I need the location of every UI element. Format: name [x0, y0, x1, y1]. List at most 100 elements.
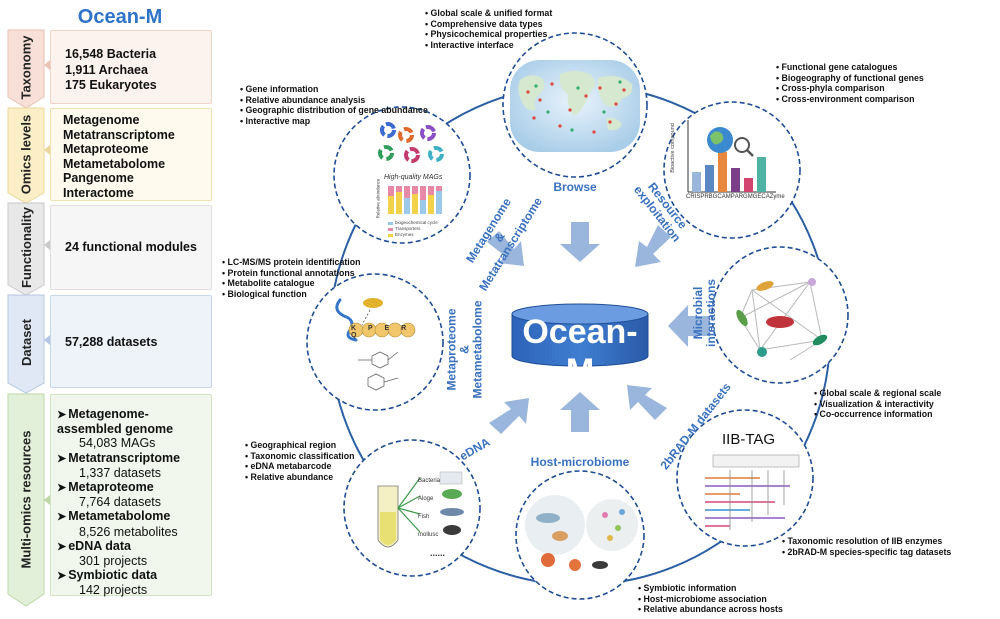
host-label: Host-microbiome	[530, 455, 630, 469]
chart-x-label: CRISPR	[686, 194, 709, 200]
bar-cazyme	[757, 157, 766, 192]
resource-item: ➤eDNA data	[57, 538, 131, 553]
bullet-item: Cross-phyla comparison	[776, 83, 924, 94]
omics-line: Pangenome	[63, 171, 134, 185]
bullet-item: Co-occurrence information	[814, 409, 941, 420]
bullet-item: eDNA metabarcode	[245, 461, 355, 472]
bullet-item: LC-MS/MS protein identification	[222, 257, 361, 268]
peptide-beads	[348, 322, 416, 338]
omics-box: Metagenome Metatranscriptome Metaproteom…	[50, 108, 212, 201]
microbe-dot	[615, 525, 621, 531]
microbial-bullets: Global scale & regional scale Visualizat…	[814, 388, 942, 420]
bullet-item: Comprehensive data types	[425, 19, 552, 30]
continent-shape	[559, 71, 595, 116]
omics-line: Interactome	[63, 185, 134, 200]
arrow-from-metagenome	[487, 231, 524, 266]
edna-taxon: Aloge	[418, 496, 434, 502]
bullet-item: Functional gene catalogues	[776, 62, 924, 73]
arrow-from-edna	[489, 398, 529, 434]
bullet-item: Relative abundance across hosts	[638, 604, 783, 615]
taxonomy-box: 16,548 Bacteria 1,911 Archaea 175 Eukary…	[50, 30, 212, 104]
host-bubble	[525, 495, 585, 555]
metaproteome-bullets: LC-MS/MS protein identification Protein …	[222, 257, 361, 300]
resource-title: Metametabolome	[68, 509, 171, 524]
microbial-label-line: interactions	[704, 279, 718, 348]
shell-icon	[552, 531, 568, 541]
metabolite-structures	[358, 351, 399, 391]
bullet-item: Cross-environment comparison	[776, 94, 924, 105]
center-label: Ocean-M	[522, 313, 638, 390]
algae-icon	[442, 489, 462, 499]
resource-title: Metaproteome	[68, 480, 154, 495]
bullet-item: Symbiotic information	[638, 583, 783, 594]
bullet-item: Taxonomic resolution of IIB enzymes	[782, 536, 951, 547]
bar-mge	[744, 178, 753, 192]
metagenome-bullets: Gene information Relative abundance anal…	[240, 84, 428, 126]
mussel-icon	[592, 561, 608, 569]
arrow-from-resource	[635, 225, 671, 267]
tag-alignment-lines	[705, 477, 790, 527]
microbial-panel	[711, 246, 849, 384]
resource-title: Metatranscriptome	[68, 450, 181, 465]
resource-title: Metagenome-assembled genome	[57, 407, 174, 437]
mollusc-icon	[443, 525, 461, 535]
resource-bullets: Functional gene catalogues Biogeography …	[776, 62, 924, 104]
microbe-dot	[602, 512, 608, 518]
bullet-item: Taxonomic classification	[245, 451, 355, 462]
edna-ellipsis: ......	[430, 548, 446, 558]
microbe-bubble	[586, 499, 638, 551]
omics-line: Metaproteome	[63, 142, 149, 156]
mag-legend-swatches	[388, 222, 393, 237]
taxonomy-line: 1,911 Archaea	[65, 62, 148, 77]
resource-value: 8,526 metabolites	[79, 524, 178, 539]
chart-x-label: ARG	[734, 194, 748, 200]
resource-value: 1,337 datasets	[79, 465, 162, 480]
omics-line: Metametabolome	[63, 156, 166, 171]
function-bars	[692, 152, 766, 192]
resource-value: 301 projects	[79, 554, 148, 569]
continent-shape	[597, 76, 633, 107]
mag-chart-title: High-quality MAGs	[384, 174, 443, 181]
microbe-dot	[619, 509, 625, 515]
microbe-icon	[766, 316, 794, 328]
resource-item: ➤Metatranscriptome	[57, 450, 181, 465]
legend-entry: Enzymes	[395, 232, 414, 237]
bar-bgc	[705, 165, 714, 192]
microbe-icon	[757, 347, 767, 357]
edna-taxon: mollusc	[418, 532, 439, 538]
resource-item: ➤Metaproteome	[57, 480, 154, 495]
resource-value: 7,764 datasets	[79, 495, 162, 510]
tag-ticks	[729, 470, 785, 530]
bar-crispr	[692, 172, 701, 192]
functionality-text: 24 functional modules	[65, 240, 197, 254]
omics-line: Metagenome	[63, 113, 140, 127]
metagenome-panel	[333, 106, 471, 244]
resource-value: 142 projects	[79, 583, 148, 598]
dataset-box: 57,288 datasets	[50, 295, 212, 388]
legend-entry: Transporters	[395, 226, 421, 231]
microbe-icon	[736, 309, 748, 327]
microbe-icon	[808, 278, 816, 286]
bullet-item: Geographical region	[245, 440, 355, 451]
sample-dots	[534, 80, 622, 132]
bullet-item: Biological function	[222, 289, 360, 300]
enzyme-icon	[363, 298, 383, 308]
metaproteome-label: Metaproteome & Metametabolome	[445, 295, 485, 405]
sample-dots	[526, 82, 626, 134]
taxonomy-line: 175 Eukaryotes	[65, 78, 157, 92]
resource-item: ➤Metametabolome	[57, 509, 171, 524]
chart-x-label: AMP	[721, 194, 735, 200]
microbe-icon	[812, 334, 828, 346]
magnifier-icon	[734, 137, 750, 153]
resource-item: ➤Metagenome-assembled genome	[57, 407, 174, 437]
genome-ring-icons	[378, 122, 444, 163]
left-panel-shapes	[7, 29, 50, 607]
bar-amp	[718, 152, 727, 192]
bullet-item: Relative abundance analysis	[240, 95, 428, 106]
microbe-icon	[756, 281, 774, 291]
browse-bullets: Global scale & unified format Comprehens…	[425, 8, 553, 50]
edna-taxa: Bacteria Aloge Fish mollusc	[418, 472, 440, 544]
twobrad-panel	[676, 409, 814, 547]
multi-omics-box: ➤Metagenome-assembled genome 54,083 MAGs…	[50, 394, 212, 598]
